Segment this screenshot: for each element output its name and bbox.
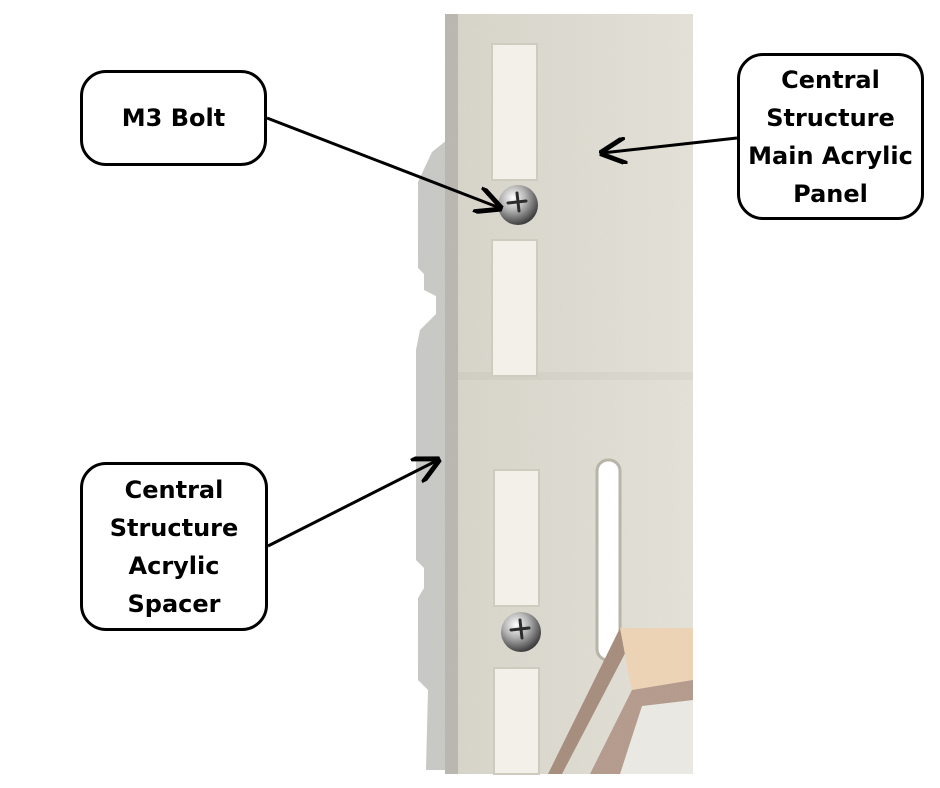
bolt-leader-arrow xyxy=(266,116,500,208)
main-panel-edge xyxy=(445,14,459,774)
panel-slot xyxy=(493,667,540,775)
bracket-side xyxy=(548,628,632,774)
vertical-slot xyxy=(595,458,622,662)
panel-slot xyxy=(491,43,538,181)
callout-line: Acrylic xyxy=(128,551,220,580)
m3-bolt xyxy=(498,185,538,225)
m3-bolt xyxy=(501,612,541,652)
panel-slot xyxy=(491,239,538,377)
bracket-inner xyxy=(620,700,693,774)
callout-line: M3 Bolt xyxy=(121,104,226,132)
spacer-leader-arrow xyxy=(267,460,438,548)
acrylic-spacer-callout: Central Structure Acrylic Spacer xyxy=(80,462,268,631)
callout-line: Panel xyxy=(793,179,868,208)
callout-line: Structure xyxy=(109,513,239,542)
callout-line: Central xyxy=(781,65,880,94)
m3-bolt-callout: M3 Bolt xyxy=(80,70,267,166)
callout-line: Central xyxy=(124,475,224,504)
panel-slot xyxy=(493,469,540,607)
bracket-top xyxy=(620,628,693,692)
main-acrylic-panel-callout: Central Structure Main Acrylic Panel xyxy=(737,53,924,220)
callout-line: Main Acrylic xyxy=(748,141,913,170)
callout-line: Spacer xyxy=(127,589,221,618)
panel-leader-arrow xyxy=(602,136,738,153)
callout-line: Structure xyxy=(766,103,895,132)
